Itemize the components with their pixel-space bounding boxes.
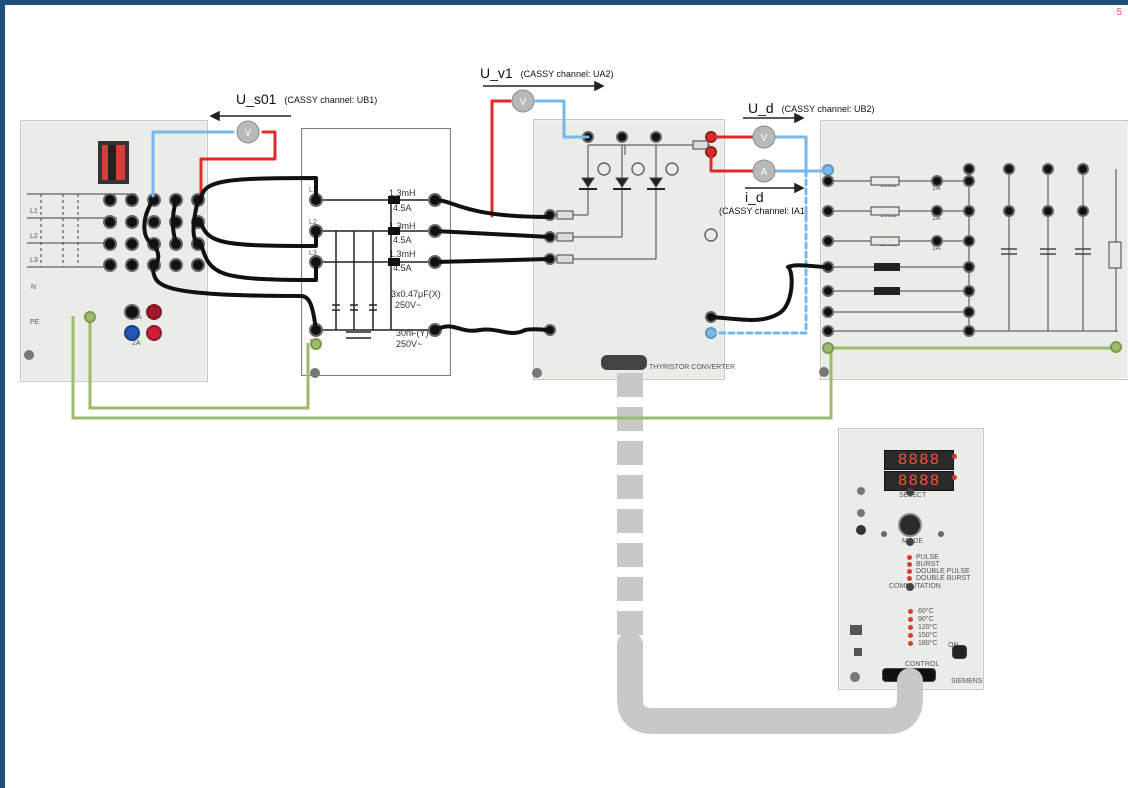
thyristor-label: THYRISTOR CONVERTER	[649, 364, 736, 371]
control-indicator-3	[907, 555, 912, 560]
measurement-arrows	[209, 80, 805, 194]
filter-text-10: 250V~	[396, 339, 423, 349]
source-label-l2: L2	[30, 233, 38, 240]
measurement-u-v1-channel: (CASSY channel: UA2)	[520, 69, 614, 80]
control-angle-label-3: 120°C	[918, 624, 938, 631]
control-bottom-label: CONTROL	[905, 661, 940, 668]
load-panel	[820, 120, 1128, 380]
control-angle-label-1: 60°C	[918, 608, 934, 615]
measurement-i-d-channel: (CASSY channel: IA1)	[719, 204, 808, 218]
measurement-u-d-label: U_d	[748, 100, 774, 116]
source-schematic	[27, 193, 136, 268]
load-label-4: 1A	[932, 185, 941, 192]
measurement-i-d-label: i_d	[745, 189, 764, 205]
source-label-pe: PE	[30, 319, 40, 326]
source-label-n: N	[31, 284, 37, 291]
measurement-wiring	[151, 99, 830, 335]
filter-text-5: 1.3mH	[389, 249, 416, 259]
on-switch[interactable]	[952, 645, 967, 659]
source-label-2a: 2A	[132, 340, 141, 347]
control-indicator-10	[908, 633, 913, 638]
filter-terminal-l2: L2	[309, 219, 317, 226]
control-pulse-label-2: BURST	[916, 561, 940, 568]
thyristor-panel	[533, 119, 725, 380]
cassy-cable	[617, 373, 923, 734]
control-indicator-1	[952, 454, 957, 459]
control-indicator-4	[907, 562, 912, 567]
meter-v-middle: V	[520, 97, 527, 108]
control-brand: SIEMENS	[951, 678, 983, 685]
control-indicator-5	[907, 569, 912, 574]
wiring-diagram: V V V A	[24, 80, 1122, 734]
control-select-label: SELECT	[899, 492, 927, 499]
control-angle-label-4: 150°C	[918, 632, 938, 639]
thyristor-terminals	[544, 131, 718, 370]
power-wiring	[142, 176, 830, 335]
control-indicator-6	[907, 576, 912, 581]
control-pulse-label-1: PULSE	[916, 554, 939, 561]
filter-text-9: 30nF(Y)	[396, 328, 429, 338]
corner-mark: 5	[1116, 7, 1122, 18]
load-label-5: 1A	[932, 215, 941, 222]
filter-text-4: 4.5A	[393, 235, 412, 245]
filter-terminal-l1: L1	[309, 187, 317, 194]
load-schematic	[828, 169, 1122, 332]
control-display-top: 8888	[884, 450, 954, 470]
measurement-u-d: U_d (CASSY channel: UB2)	[748, 101, 874, 116]
filter-text-6: 4.5A	[393, 263, 412, 273]
measurement-u-s01-label: U_s01	[236, 91, 277, 107]
filter-text-8: 250V~	[395, 300, 422, 310]
filter-terminals	[309, 193, 442, 350]
source-switch[interactable]	[98, 141, 129, 184]
measurement-u-v1: U_v1 (CASSY channel: UA2)	[480, 66, 613, 81]
control-indicator-2	[952, 475, 957, 480]
load-label-6: 1A	[932, 245, 941, 252]
measurement-i-d-channel-text: (CASSY channel: IA1)	[719, 206, 808, 216]
filter-text-7: 3x0.47μF(X)	[391, 289, 441, 299]
control-commutation-label: COMMUTATION	[889, 583, 941, 590]
panel-details	[24, 350, 944, 682]
measurement-u-d-channel: (CASSY channel: UB2)	[781, 104, 875, 115]
filter-panel	[301, 128, 451, 376]
control-indicator-11	[908, 641, 913, 646]
control-display-bottom: 8888	[884, 471, 954, 491]
filter-schematic	[316, 196, 435, 339]
filter-text-1: 1.3mH	[389, 188, 416, 198]
meters	[236, 89, 776, 183]
control-indicator-9	[908, 625, 913, 630]
meter-v-right: V	[761, 133, 768, 144]
meter-a-right: A	[761, 167, 768, 178]
green-wiring	[71, 316, 1118, 420]
source-label-l3: L3	[30, 257, 38, 264]
control-angle-label-2: 90°C	[918, 616, 934, 623]
measurement-i-d: i_d	[745, 190, 764, 204]
meter-letters: V V V A	[245, 97, 768, 178]
thyristor-schematic	[550, 140, 710, 264]
filter-text-3: 1.3mH	[389, 221, 416, 231]
measurement-u-v1-label: U_v1	[480, 65, 513, 81]
measurement-u-s01: U_s01 (CASSY channel: UB1)	[236, 92, 377, 107]
source-label-l1: L1	[30, 208, 38, 215]
filter-terminal-l3: L3	[309, 250, 317, 257]
control-angle-label-5: 180°C	[918, 640, 938, 647]
control-indicator-7	[908, 609, 913, 614]
select-knob[interactable]	[898, 513, 922, 537]
meter-v-left: V	[245, 128, 252, 139]
control-pulse-label-4: DOUBLE BURST	[916, 575, 971, 582]
filter-text-2: 4.5A	[393, 203, 412, 213]
load-terminals	[822, 163, 1122, 354]
measurement-u-s01-channel: (CASSY channel: UB1)	[284, 95, 378, 106]
control-indicator-8	[908, 617, 913, 622]
control-pulse-label-3: DOUBLE PULSE	[916, 568, 970, 575]
